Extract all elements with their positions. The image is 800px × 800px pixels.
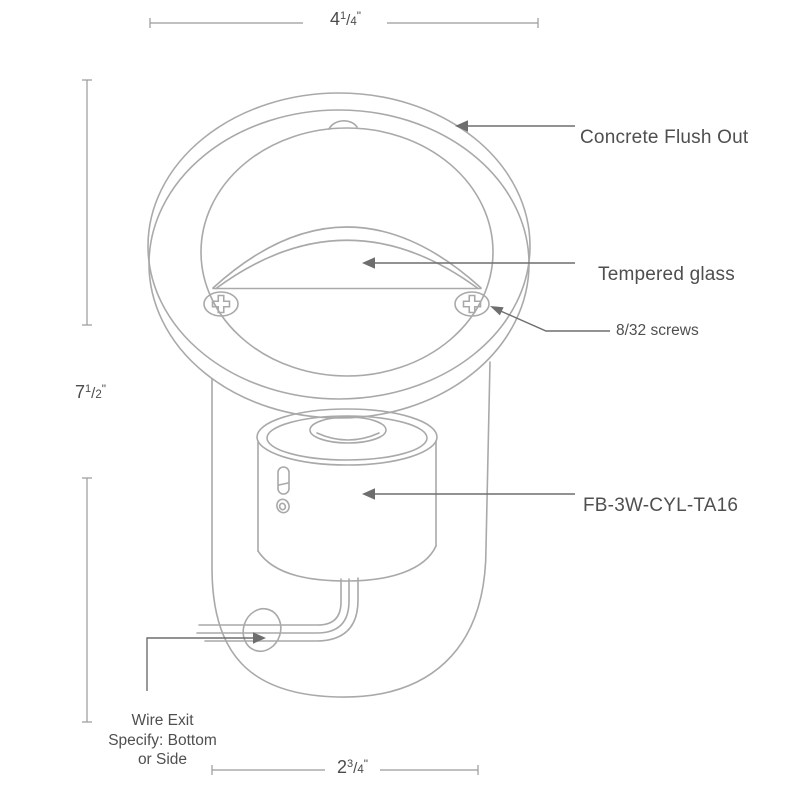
dim-numerator: 1 [340, 10, 347, 22]
hood-dome [200, 127, 494, 377]
cylinder-screw [276, 498, 290, 514]
leader-wire-exit [146, 637, 256, 691]
glass-opening [212, 226, 482, 290]
dome-tab [328, 120, 358, 130]
cylinder-slot [277, 466, 290, 495]
wire [196, 577, 359, 642]
dim-unit: " [363, 757, 368, 771]
label-model-number: FB-3W-CYL-TA16 [583, 495, 739, 516]
leader-screws [495, 308, 610, 332]
dim-whole: 7 [75, 382, 86, 402]
dim-denominator: 2 [95, 389, 102, 401]
lamp-cylinder [256, 408, 438, 582]
dim-numerator: 3 [347, 758, 354, 770]
dimension-text-top: 41/4" [307, 9, 383, 30]
phillips-cross-icon [211, 294, 231, 314]
leader-arrowheads [253, 120, 504, 644]
dimension-top [149, 18, 539, 28]
lamp-lens [309, 416, 387, 444]
dimension-lines [82, 18, 539, 775]
wire-exit-line1: Wire Exit [131, 712, 194, 729]
dim-slash: / [353, 760, 358, 777]
screw-right [454, 291, 490, 317]
dim-denominator: 4 [357, 764, 364, 776]
arrow-left-icon [362, 257, 375, 269]
flange-ring [147, 92, 531, 419]
dim-whole: 4 [330, 9, 341, 29]
wire-exit-line3: or Side [137, 751, 188, 768]
dim-unit: " [101, 382, 106, 396]
wire-exit-line2: Specify: Bottom [108, 731, 217, 749]
fixture-drawing [147, 92, 531, 698]
dimension-text-bottom: 23/4" [314, 757, 390, 778]
leader-lines [146, 125, 610, 691]
label-concrete-flush-out: Concrete Flush Out [580, 127, 749, 148]
arrow-up-left-icon [490, 306, 504, 316]
screw-left [203, 291, 239, 317]
phillips-cross-icon [462, 294, 482, 314]
wire-exit-grommet [242, 607, 282, 653]
dim-slash: / [91, 385, 96, 402]
dimension-bottom [211, 765, 479, 775]
label-tempered-glass: Tempered glass [598, 264, 735, 285]
dimension-left [82, 79, 92, 723]
dimension-text-left: 71/2" [52, 382, 128, 403]
label-wire-exit: Wire Exit Specify: Bottom or Side [95, 711, 230, 770]
dim-unit: " [356, 9, 361, 23]
dim-whole: 2 [337, 757, 348, 777]
dim-numerator: 1 [85, 383, 92, 395]
arrow-right-icon [253, 632, 266, 644]
housing-sleeve [211, 361, 491, 698]
arrow-left-icon [455, 120, 468, 132]
dim-slash: / [346, 12, 351, 29]
dim-denominator: 4 [350, 16, 357, 28]
arrow-left-icon [362, 488, 375, 500]
label-screws: 8/32 screws [616, 322, 699, 339]
